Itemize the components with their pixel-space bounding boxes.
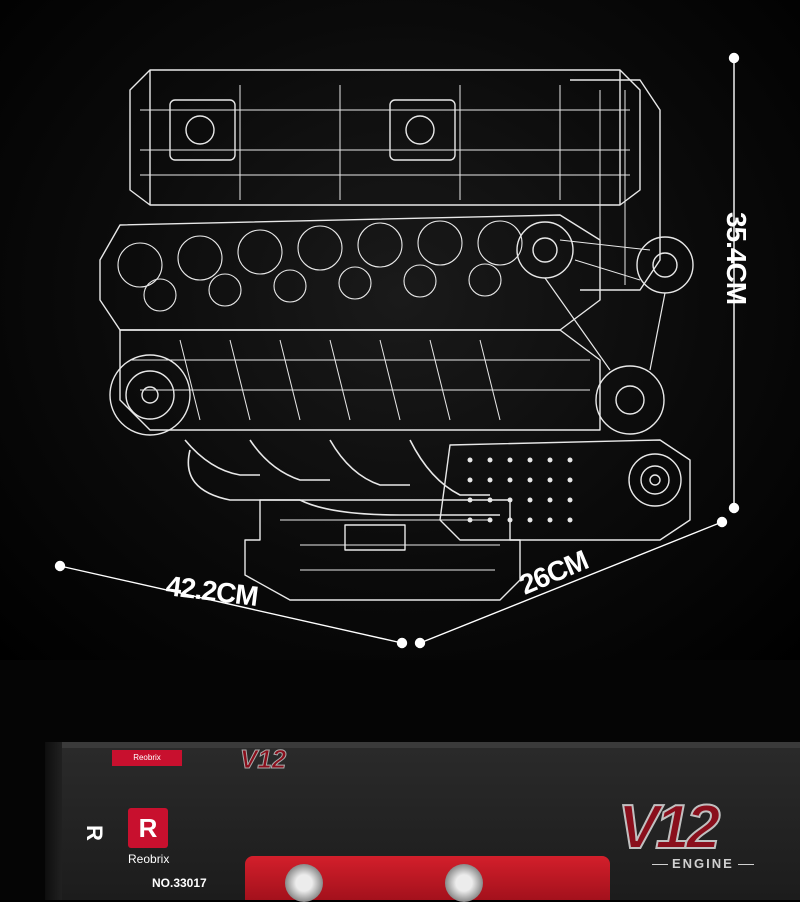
height-dimension-label: 35.4CM bbox=[721, 212, 752, 305]
top-brand-strip: Reobrix bbox=[112, 750, 182, 766]
brand-name: Reobrix bbox=[128, 852, 170, 866]
box-side-panel bbox=[45, 742, 67, 900]
box-engine-photo bbox=[245, 856, 610, 902]
box-subtitle: ENGINE bbox=[648, 856, 758, 871]
box-title: V12 bbox=[617, 792, 721, 863]
engine-cap-icon bbox=[445, 864, 483, 902]
engine-cap-icon bbox=[285, 864, 323, 902]
brand-logo-badge: R bbox=[128, 808, 168, 848]
product-stage: 42.2CM 26CM 35.4CM bbox=[0, 0, 800, 660]
side-brand-logo: R bbox=[81, 825, 107, 841]
top-title: V12 bbox=[239, 744, 287, 775]
engine-line-drawing bbox=[54, 52, 740, 649]
model-number: NO.33017 bbox=[152, 876, 207, 890]
